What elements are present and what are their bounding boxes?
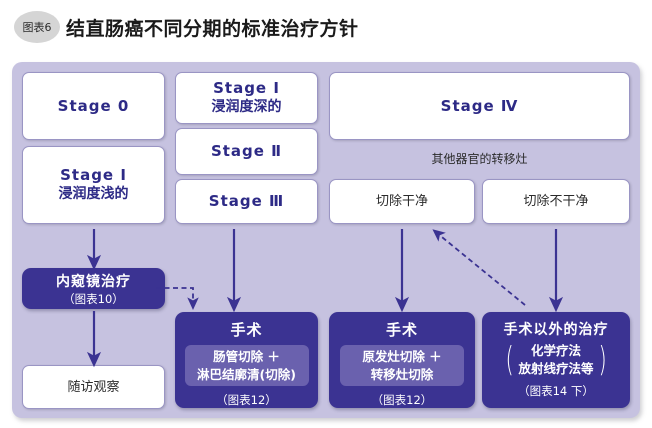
stage4-label: Stage Ⅳ xyxy=(440,96,519,115)
stage-box-stage1-shallow[interactable]: Stage Ⅰ 浸润度浅的 xyxy=(22,146,165,224)
figure-header: 图表6 结直肠癌不同分期的标准治疗方针 xyxy=(0,0,652,52)
stage2-label: Stage Ⅱ xyxy=(210,142,283,160)
stage1-deep-sublabel: 浸润度深的 xyxy=(211,99,282,115)
stage1-shallow-label: Stage Ⅰ xyxy=(60,166,127,184)
surgery-primary-detail-line1: 肠管切除 ＋ xyxy=(213,348,280,364)
stage-box-stage2[interactable]: Stage Ⅱ xyxy=(175,128,318,175)
outcome-box-followup[interactable]: 随访观察 xyxy=(22,365,165,409)
surgery-metastasis-detail-line2: 转移灶切除 xyxy=(370,366,434,382)
page-title: 结直肠癌不同分期的标准治疗方针 xyxy=(66,18,359,40)
followup-label: 随访观察 xyxy=(67,379,120,395)
surgery-primary-title: 手术 xyxy=(230,321,263,339)
non-surgical-detail-line2: 放射线疗法等 xyxy=(518,361,594,376)
non-surgical-detail: ( 化学疗法 放射线疗法等 ) xyxy=(503,342,609,378)
treatment-box-surgery-metastasis[interactable]: 手术 原发灶切除 ＋ 转移灶切除 （图表12） xyxy=(329,312,475,408)
surgery-primary-detail-line2: 淋巴结廓清(切除) xyxy=(197,366,296,382)
surgery-primary-detail: 肠管切除 ＋ 淋巴结廓清(切除) xyxy=(184,345,309,386)
figure-number-badge: 图表6 xyxy=(14,11,60,43)
stage-box-stage0[interactable]: Stage 0 xyxy=(22,72,165,140)
metastasis-box-unresectable[interactable]: 切除不干净 xyxy=(482,179,630,224)
treatment-box-surgery-primary[interactable]: 手术 肠管切除 ＋ 淋巴结廓清(切除) （图表12） xyxy=(175,312,318,408)
stage3-label: Stage Ⅲ xyxy=(208,192,285,210)
stage-box-stage4[interactable]: Stage Ⅳ xyxy=(329,72,630,140)
treatment-box-non-surgical[interactable]: 手术以外的治疗 ( 化学疗法 放射线疗法等 ) （图表14 下） xyxy=(482,312,630,408)
resectable-label: 切除干净 xyxy=(375,194,428,209)
surgery-primary-note: （图表12） xyxy=(216,393,277,407)
metastasis-section-label: 其他器官的转移灶 xyxy=(431,152,528,166)
surgery-metastasis-note: （图表12） xyxy=(371,393,433,407)
flowchart-panel: Stage 0 Stage Ⅰ 浸润度浅的 内窥镜治疗 （图表10） 随访观察 … xyxy=(12,62,640,418)
paren-right-glyph: ) xyxy=(598,340,607,380)
stage-box-stage3[interactable]: Stage Ⅲ xyxy=(175,179,318,224)
non-surgical-detail-lines: 化学疗法 放射线疗法等 xyxy=(516,342,595,378)
stage1-shallow-sublabel: 浸润度浅的 xyxy=(58,186,129,202)
surgery-metastasis-detail-line1: 原发灶切除 ＋ xyxy=(362,348,442,364)
non-surgical-detail-line1: 化学疗法 xyxy=(530,343,581,358)
paren-left-glyph: ( xyxy=(505,340,514,380)
treatment-box-endoscopic[interactable]: 内窥镜治疗 （图表10） xyxy=(22,268,165,309)
metastasis-box-resectable[interactable]: 切除干净 xyxy=(329,179,475,224)
non-surgical-note: （图表14 下） xyxy=(518,384,594,398)
surgery-metastasis-title: 手术 xyxy=(385,321,418,339)
endoscopic-note: （图表10） xyxy=(63,291,124,306)
surgery-metastasis-detail: 原发灶切除 ＋ 转移灶切除 xyxy=(340,345,464,386)
non-surgical-title: 手术以外的治疗 xyxy=(503,322,609,338)
stage0-label: Stage 0 xyxy=(57,96,130,115)
stage1-deep-label: Stage Ⅰ xyxy=(213,79,280,97)
unresectable-label: 切除不干净 xyxy=(523,194,589,209)
endoscopic-title: 内窥镜治疗 xyxy=(56,273,131,290)
stage-box-stage1-deep[interactable]: Stage Ⅰ 浸润度深的 xyxy=(175,72,318,124)
